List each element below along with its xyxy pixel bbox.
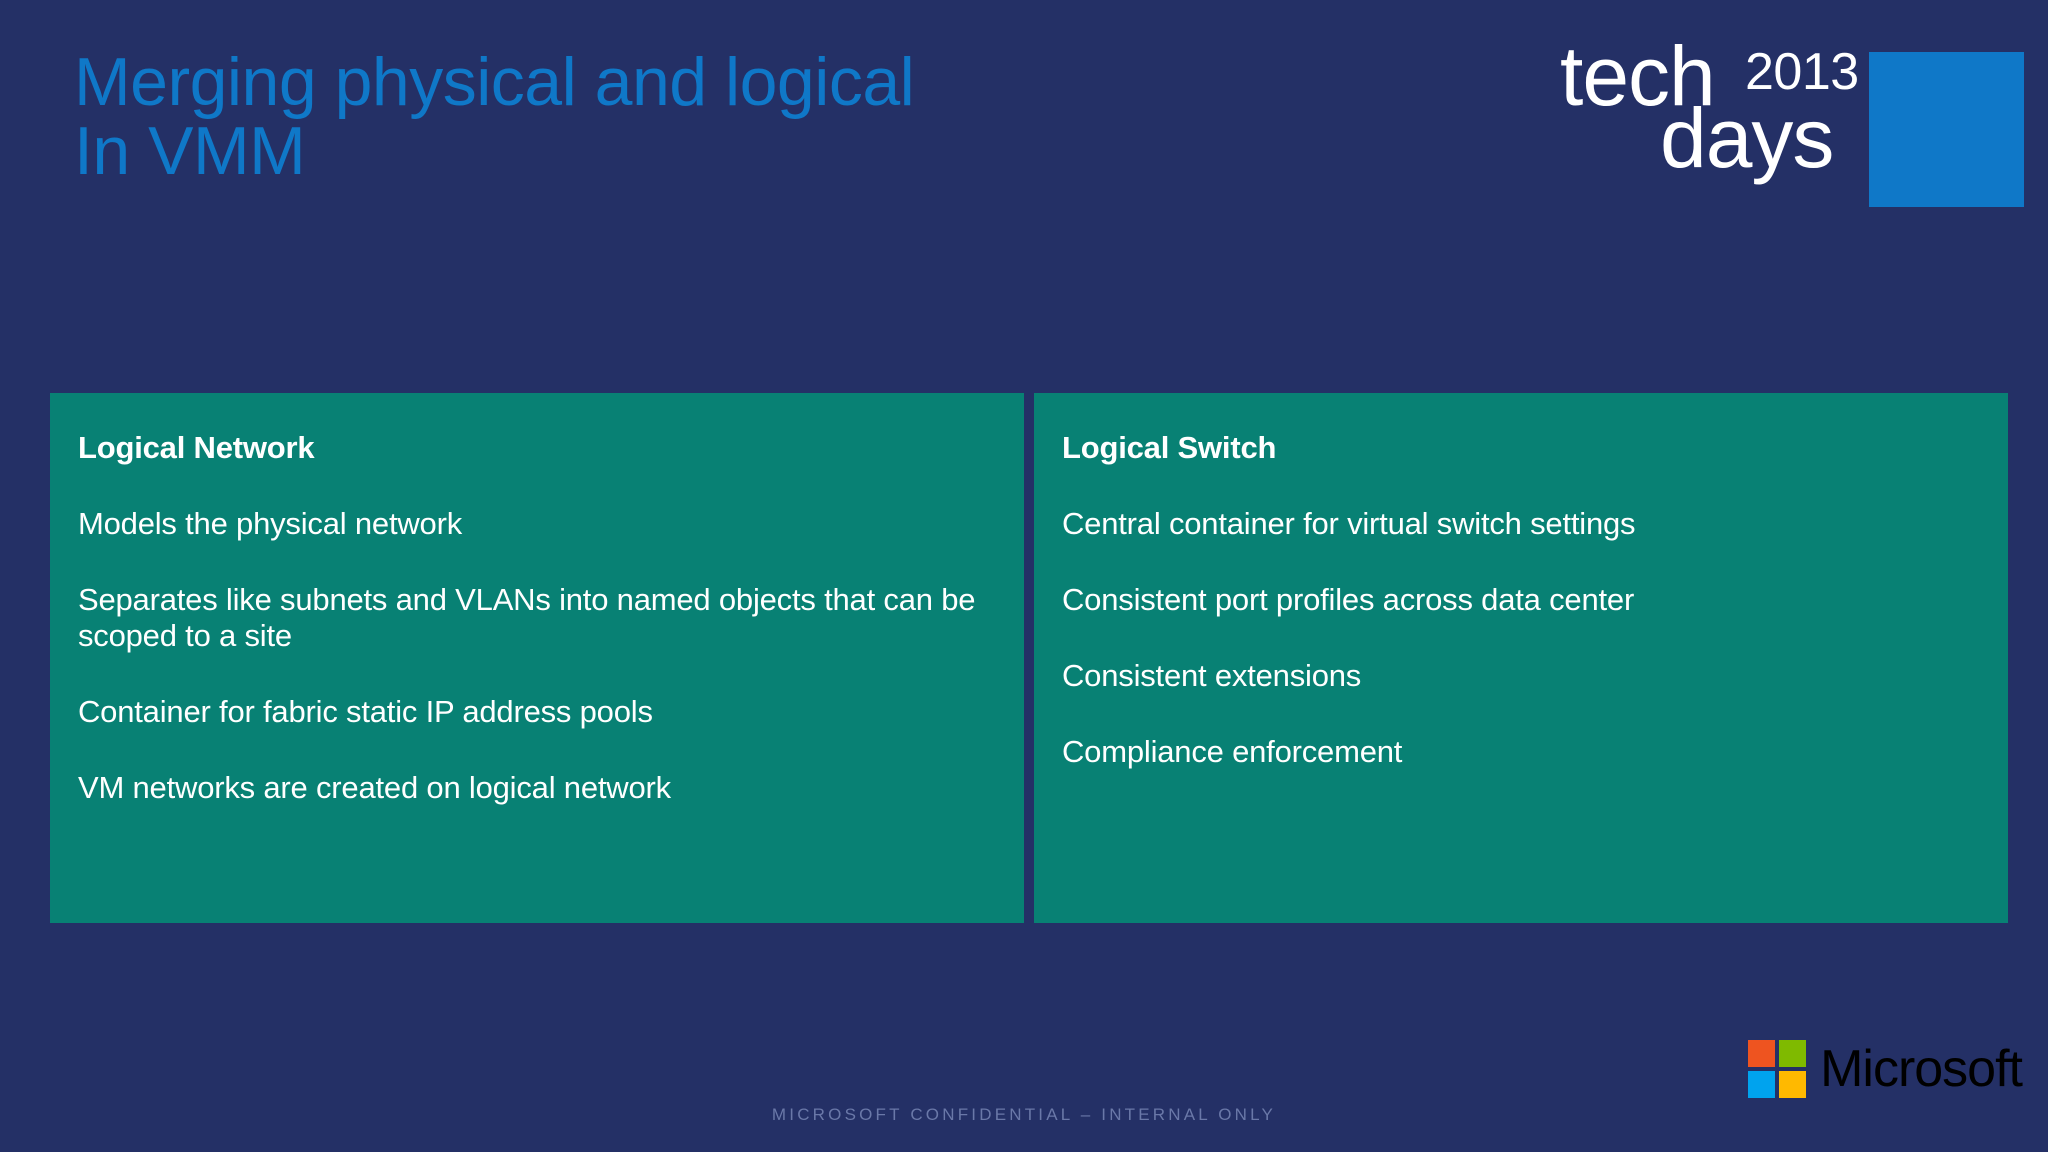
list-item: Models the physical network — [78, 506, 463, 542]
list-item: Container for fabric static IP address p… — [78, 694, 653, 730]
list-item: VM networks are created on logical netwo… — [78, 770, 671, 805]
techdays-logo-days-text: days — [1660, 91, 1834, 185]
list-item: Central container for virtual switch set… — [1062, 506, 1636, 542]
techdays-logo-square — [1869, 52, 2024, 207]
orange-square — [1748, 1040, 1776, 1067]
techdays-logo: tech 2013 days — [1554, 26, 2024, 207]
yellow-square — [1779, 1071, 1807, 1098]
panel-logical-network: Logical Network Models the physical netw… — [50, 393, 1024, 923]
page-title: Merging physical and logical In VMM — [74, 44, 915, 190]
microsoft-logo-grid-icon — [1748, 1040, 1807, 1098]
techdays-logo-year-text: 2013 — [1745, 43, 1859, 101]
list-item: Separates like subnets and VLANs into na… — [78, 582, 976, 654]
list-item: Compliance enforcement — [1062, 734, 1403, 770]
microsoft-logo: Microsoft — [1748, 1040, 2023, 1098]
blue-square — [1748, 1071, 1776, 1098]
panel-bullet-list-logical-network: Models the physical network Separates li… — [78, 506, 996, 806]
confidentiality-notice: MICROSOFT CONFIDENTIAL – INTERNAL ONLY — [771, 1105, 1277, 1124]
panel-bullet-list-logical-switch: Central container for virtual switch set… — [1062, 506, 1980, 770]
techdays-logo-tech-text: tech — [1560, 29, 1716, 123]
panel-logical-switch: Logical Switch Central container for vir… — [1034, 393, 2008, 923]
list-item: Consistent extensions — [1062, 658, 1362, 694]
panel-heading-logical-network: Logical Network — [78, 430, 315, 465]
list-item: Consistent port profiles across data cen… — [1062, 582, 1635, 618]
panel-heading-logical-switch: Logical Switch — [1062, 430, 1277, 465]
green-square — [1779, 1040, 1807, 1067]
microsoft-wordmark: Microsoft — [1820, 1040, 2023, 1098]
content-panels: Logical Network Models the physical netw… — [50, 393, 2008, 923]
